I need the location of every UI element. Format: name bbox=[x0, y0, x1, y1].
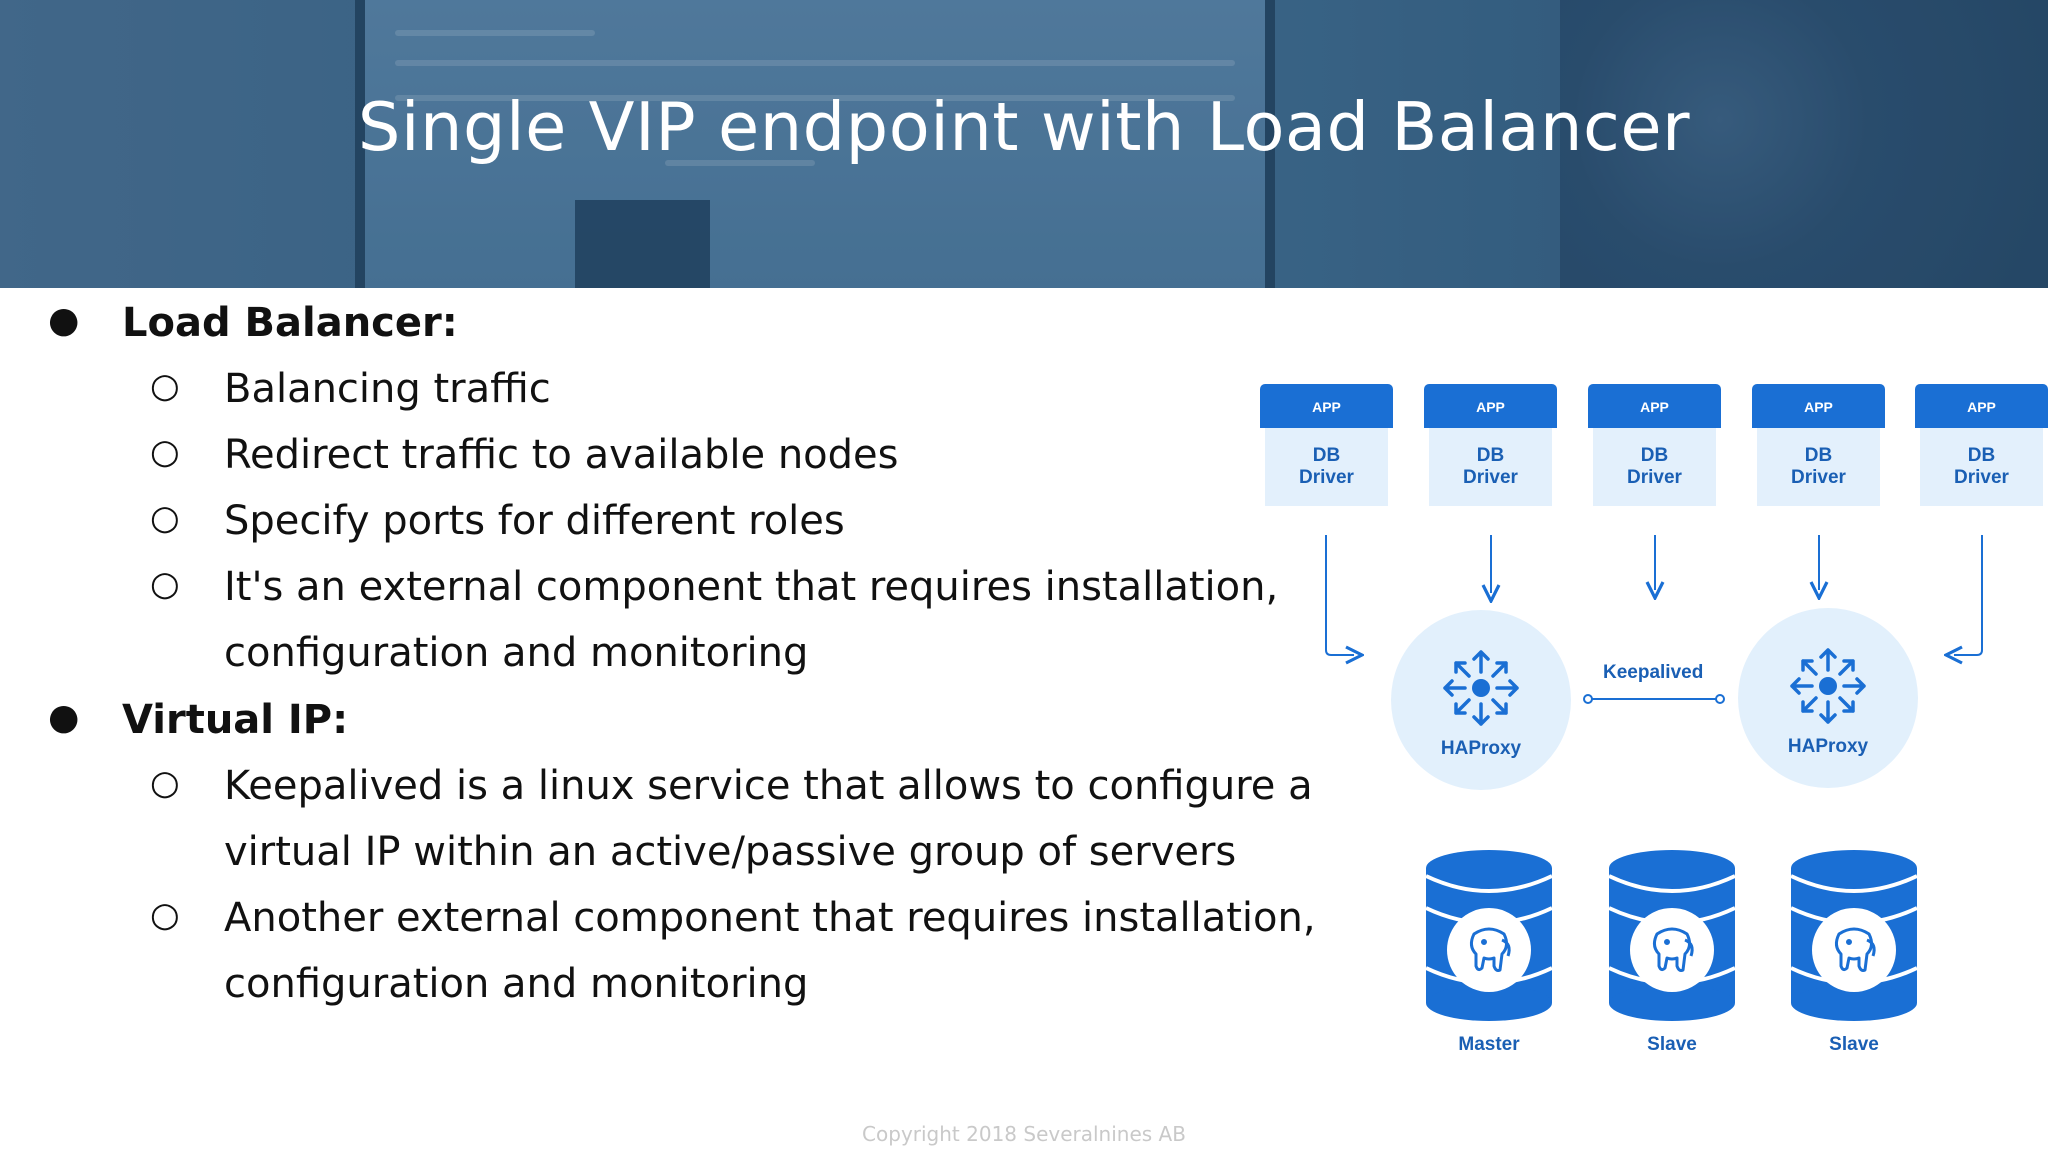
app-node: APP DB Driver bbox=[1260, 384, 1393, 506]
database-slave: Slave bbox=[1607, 848, 1737, 1055]
db-driver: DB Driver bbox=[1593, 428, 1716, 506]
sub-bullet-text: configuration and monitoring bbox=[224, 630, 809, 676]
app-header: APP bbox=[1915, 384, 2048, 428]
bullet-heading: Virtual IP: bbox=[122, 697, 349, 743]
app-node: APP DB Driver bbox=[1424, 384, 1557, 506]
sub-bullet-text: Keepalived is a linux service that allow… bbox=[224, 763, 1313, 809]
haproxy-label: HAProxy bbox=[1787, 736, 1869, 757]
app-node: APP DB Driver bbox=[1915, 384, 2048, 506]
sub-bullet-text: configuration and monitoring bbox=[224, 961, 809, 1007]
arrows-expand-icon bbox=[1790, 648, 1866, 724]
database-label: Slave bbox=[1647, 1034, 1697, 1055]
sub-bullet-text: Specify ports for different roles bbox=[224, 498, 845, 544]
arrows-expand-icon bbox=[1443, 650, 1519, 726]
app-node: APP DB Driver bbox=[1588, 384, 1721, 506]
app-header: APP bbox=[1752, 384, 1885, 428]
sub-bullet-text: Redirect traffic to available nodes bbox=[224, 432, 899, 478]
db-driver: DB Driver bbox=[1265, 428, 1388, 506]
db-driver: DB Driver bbox=[1429, 428, 1552, 506]
database-label: Slave bbox=[1829, 1034, 1879, 1055]
architecture-diagram: APP DB Driver APP DB Driver APP DB Drive… bbox=[1250, 370, 2048, 1070]
database-master: Master bbox=[1424, 848, 1554, 1055]
database-cylinder-icon bbox=[1608, 850, 1736, 1021]
bullet-heading: Load Balancer: bbox=[122, 300, 458, 346]
database-slave: Slave bbox=[1789, 848, 1919, 1055]
database-cylinder-icon bbox=[1425, 850, 1553, 1021]
header-banner: Single VIP endpoint with Load Balancer bbox=[0, 0, 2048, 288]
connector-lines bbox=[1325, 535, 1983, 704]
bullet-dot: ● bbox=[48, 300, 80, 341]
slide-title: Single VIP endpoint with Load Balancer bbox=[357, 88, 1691, 166]
database-cylinder-icon bbox=[1790, 850, 1918, 1021]
bullet-dot: ● bbox=[48, 697, 80, 738]
sub-bullet-text: Balancing traffic bbox=[224, 366, 551, 412]
background-person-image bbox=[1560, 0, 2048, 288]
sub-bullet-text: Another external component that requires… bbox=[224, 895, 1316, 941]
app-node: APP DB Driver bbox=[1752, 384, 1885, 506]
db-driver: DB Driver bbox=[1757, 428, 1880, 506]
postgresql-elephant-icon bbox=[1469, 927, 1511, 972]
haproxy-label: HAProxy bbox=[1440, 738, 1522, 759]
database-label: Master bbox=[1458, 1034, 1520, 1055]
haproxy-node: HAProxy bbox=[1738, 608, 1918, 788]
app-header: APP bbox=[1588, 384, 1721, 428]
postgresql-elephant-icon bbox=[1652, 927, 1694, 972]
keepalived-label: Keepalived bbox=[1603, 662, 1704, 683]
postgresql-elephant-icon bbox=[1834, 927, 1876, 972]
sub-bullet-text: It's an external component that requires… bbox=[224, 564, 1279, 610]
haproxy-node: HAProxy bbox=[1391, 610, 1571, 790]
app-header: APP bbox=[1424, 384, 1557, 428]
copyright-footer: Copyright 2018 Severalnines AB bbox=[862, 1122, 1186, 1146]
app-header: APP bbox=[1260, 384, 1393, 428]
db-driver: DB Driver bbox=[1920, 428, 2043, 506]
background-monitor-image bbox=[355, 0, 1275, 288]
sub-bullet-text: virtual IP within an active/passive grou… bbox=[224, 829, 1237, 875]
